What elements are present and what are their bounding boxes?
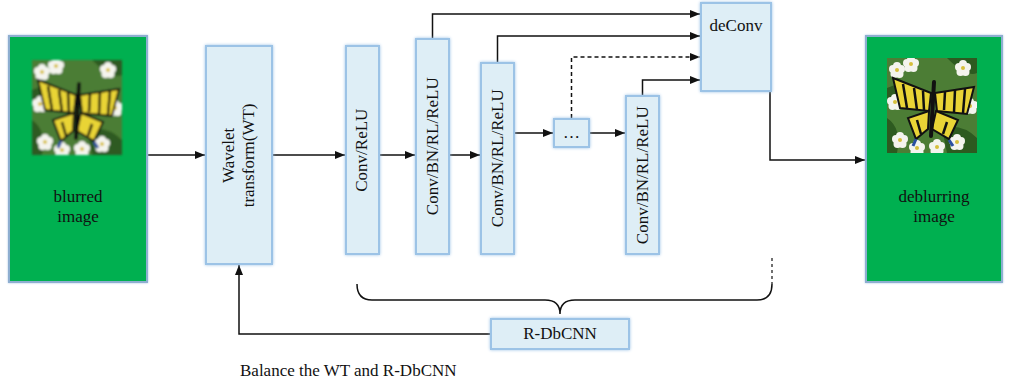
connector bbox=[273, 154, 345, 156]
connector bbox=[380, 154, 415, 156]
layer-box: Conv/BN/RL/ReLU bbox=[480, 62, 515, 255]
brace bbox=[357, 284, 772, 314]
ellipsis-box: … bbox=[553, 118, 590, 148]
layer-box: Conv/ReLU bbox=[345, 45, 380, 255]
connector bbox=[433, 14, 701, 38]
note-label: Balance the WT and R-DbCNN bbox=[240, 361, 457, 381]
connector bbox=[498, 36, 701, 62]
node-text: Conv/BN/RL/ReLU bbox=[632, 106, 652, 244]
blurred-photo bbox=[32, 58, 123, 158]
image-panel: deblurring image bbox=[865, 35, 1003, 283]
node-text: deblurring image bbox=[888, 187, 980, 228]
layer-box: Conv/BN/RL/ReLU bbox=[415, 38, 450, 255]
connector bbox=[148, 154, 205, 156]
node-text: R-DbCNN bbox=[523, 324, 597, 344]
node-text: blurred image bbox=[32, 187, 124, 228]
sharp-photo bbox=[887, 56, 978, 156]
network-box: R-DbCNN bbox=[490, 318, 630, 350]
connector bbox=[239, 265, 490, 334]
node-text: Conv/ReLU bbox=[352, 108, 372, 191]
node-text: Conv/BN/RL/ReLU bbox=[422, 78, 442, 216]
node-text: Conv/BN/RL/ReLU bbox=[487, 90, 507, 228]
connector bbox=[770, 92, 865, 160]
node-text: deConv bbox=[710, 16, 763, 36]
transform-box: Wavelet transform(WT) bbox=[205, 45, 273, 265]
connector bbox=[590, 132, 625, 134]
connector bbox=[643, 80, 701, 95]
node-text: Wavelet transform(WT) bbox=[219, 96, 260, 214]
connector bbox=[515, 132, 553, 134]
node-text: … bbox=[563, 123, 580, 143]
dashed-tick bbox=[771, 258, 772, 284]
deconv-box: deConv bbox=[700, 2, 772, 92]
layer-box: Conv/BN/RL/ReLU bbox=[625, 95, 660, 255]
image-panel: blurred image bbox=[8, 35, 148, 283]
connector bbox=[450, 154, 480, 156]
